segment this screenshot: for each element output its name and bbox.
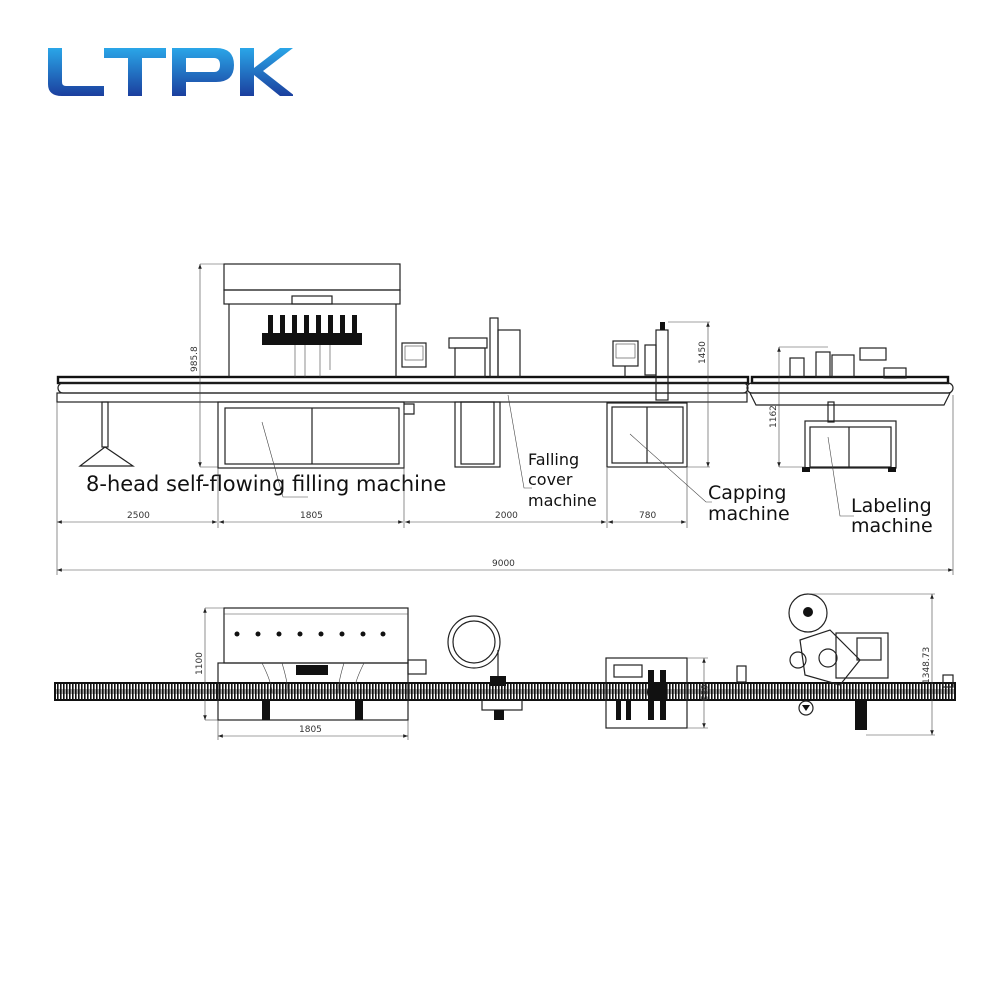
- label-capping-1: Capping: [708, 482, 786, 504]
- dim-label-1805: 1805: [300, 511, 323, 521]
- capping-machine-top: 683: [605, 657, 747, 729]
- label-falling-cover-1: Falling: [528, 450, 579, 469]
- dim-filling-height: 985.8: [190, 263, 224, 468]
- dim-label-1100: 1100: [195, 652, 205, 675]
- conveyor-front: [56, 375, 954, 406]
- ltpk-logo: [48, 48, 293, 96]
- filling-machine-front: [217, 263, 427, 469]
- dim-label-683: 683: [698, 684, 708, 701]
- dim-segments: 2500 1805 2000 780 9000: [56, 395, 954, 575]
- label-falling-cover-2: cover: [528, 470, 573, 489]
- front-view: 985.8 1450 1162 8-head self-flowing fill…: [56, 263, 954, 575]
- falling-cover-machine-front: [448, 317, 521, 468]
- label-labeling-2: machine: [851, 515, 933, 537]
- labeling-machine-front: [789, 347, 907, 472]
- dim-label-1450: 1450: [698, 341, 708, 364]
- falling-cover-machine-top: [447, 615, 523, 720]
- label-falling-cover-3: machine: [528, 491, 597, 510]
- dim-filling-top: 1100 1805: [195, 607, 409, 740]
- top-view: 1100 1805 683: [54, 593, 956, 740]
- label-capping-2: machine: [708, 503, 790, 525]
- dim-label-1162: 1162: [769, 405, 779, 428]
- label-filling-machine: 8-head self-flowing filling machine: [86, 472, 446, 496]
- capping-machine-front: [606, 322, 688, 468]
- left-stand: [78, 401, 135, 467]
- dim-capping-height: 1450: [668, 321, 710, 468]
- filling-machine-top: [217, 607, 427, 721]
- dim-labeling-height: 1162: [769, 346, 828, 468]
- dim-label-2000: 2000: [495, 511, 518, 521]
- dim-label-9000: 9000: [492, 559, 515, 569]
- dim-label-780: 780: [639, 511, 656, 521]
- filling-heads: [268, 315, 357, 333]
- dim-label-2500: 2500: [127, 511, 150, 521]
- dim-label-985-8: 985.8: [190, 346, 200, 372]
- dim-label-1805-top: 1805: [299, 725, 322, 735]
- dim-label-1348-73: 1348.73: [922, 647, 932, 684]
- labeling-machine-top: 1348.73: [788, 593, 954, 736]
- label-labeling-1: Labeling: [851, 495, 932, 517]
